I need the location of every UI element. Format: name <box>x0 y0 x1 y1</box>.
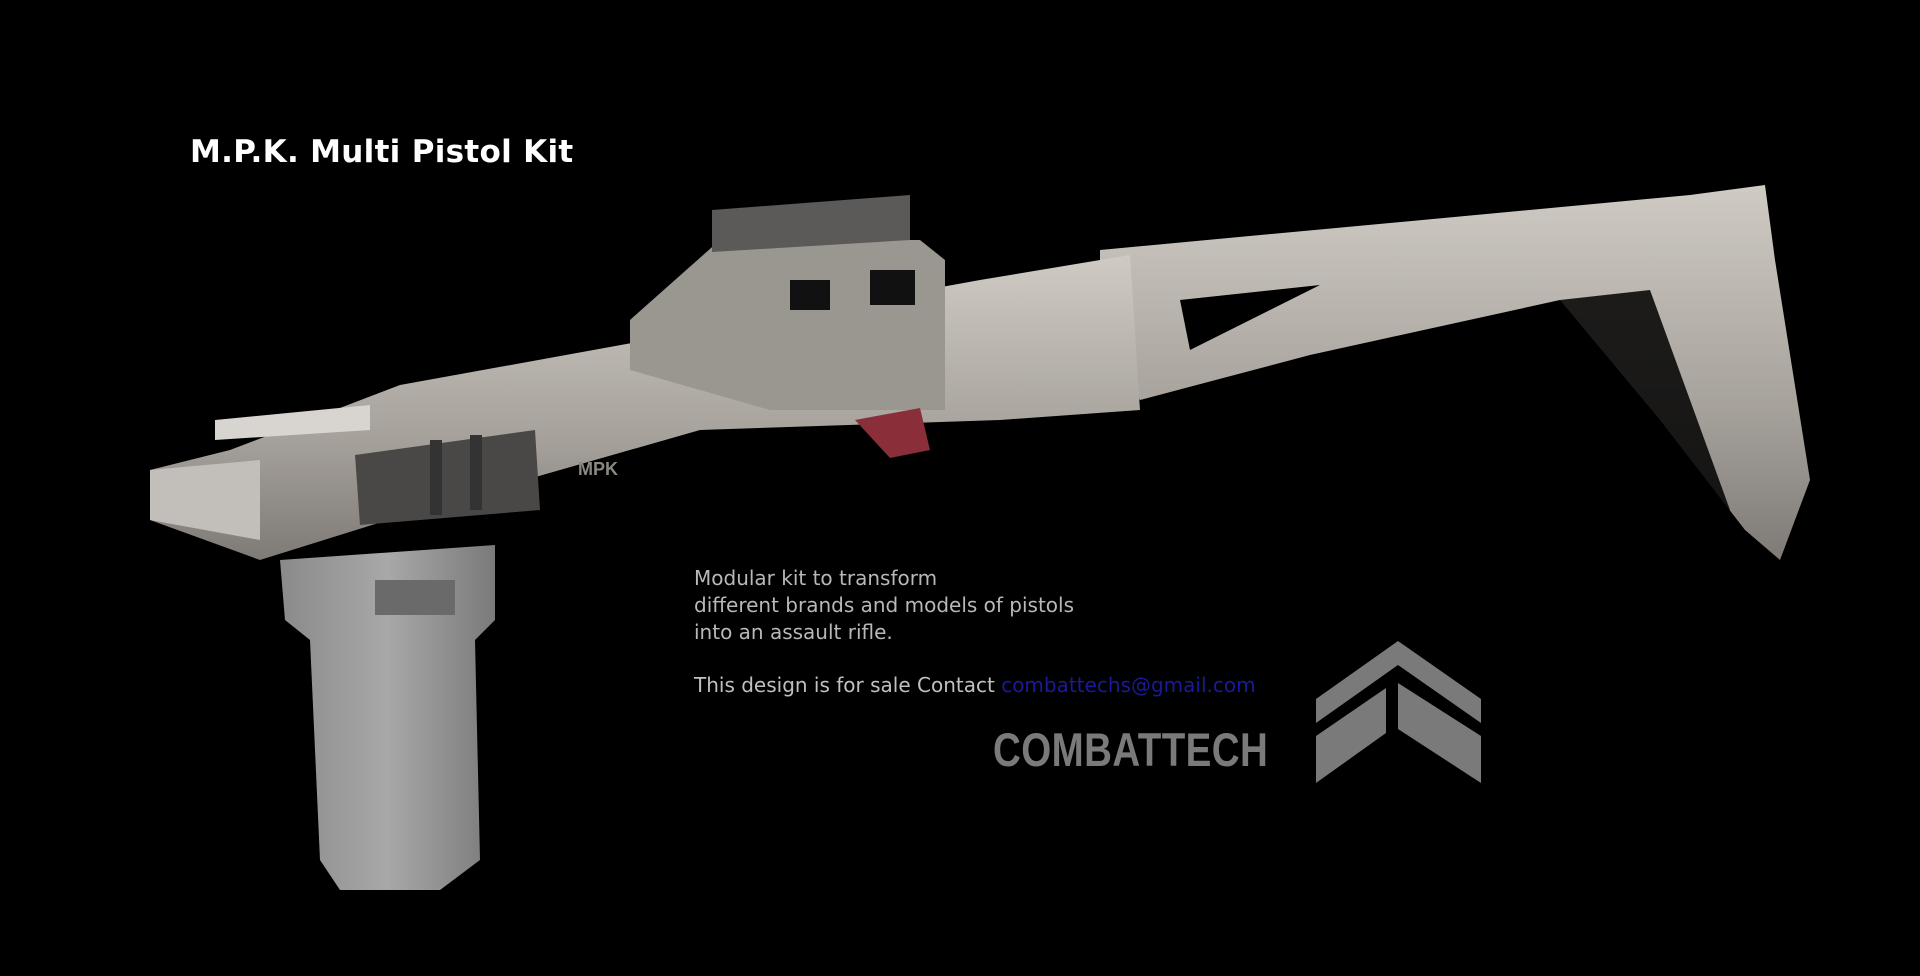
vertical-grip <box>280 545 495 890</box>
brand-name: COMBATTECH <box>993 723 1269 776</box>
side-rail <box>355 430 540 525</box>
receiver-body <box>150 255 1140 560</box>
description-line: different brands and models of pistols <box>694 593 1075 617</box>
description-line: Modular kit to transform <box>694 566 938 590</box>
description-line: into an assault rifle. <box>694 620 893 644</box>
contact-line: This design is for sale Contact combatte… <box>694 673 1256 697</box>
double-chevron-up-icon <box>1316 641 1481 783</box>
mpk-engraving: MPK <box>578 459 618 479</box>
folding-stock <box>1100 185 1810 560</box>
page-title: M.P.K. Multi Pistol Kit <box>190 134 574 170</box>
top-rail-mount <box>630 195 945 410</box>
contact-text: This design is for sale Contact <box>694 673 995 697</box>
email-link[interactable]: combattechs@gmail.com <box>1001 673 1256 697</box>
trigger <box>855 408 930 458</box>
description: Modular kit to transform different brand… <box>694 565 1074 646</box>
